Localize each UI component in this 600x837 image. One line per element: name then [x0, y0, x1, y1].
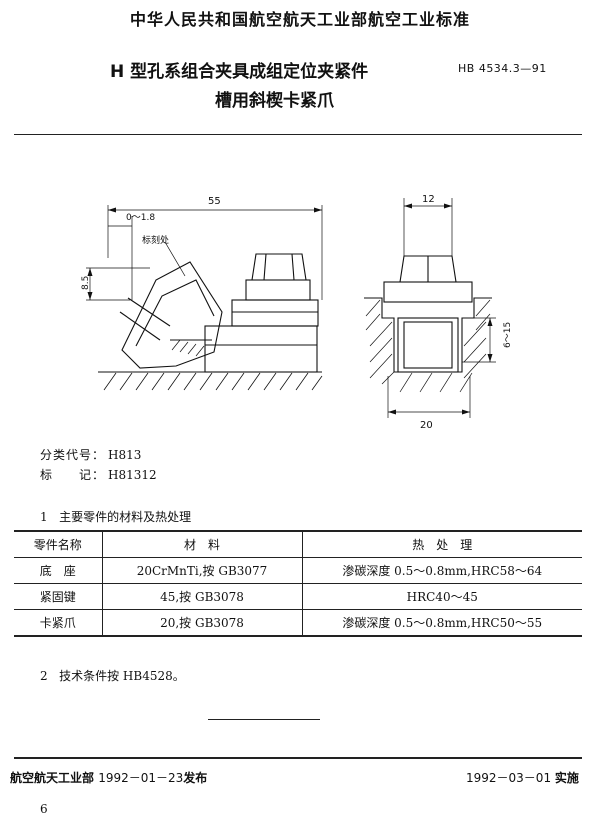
leader-line	[164, 241, 186, 277]
issue-label: 发布	[183, 771, 208, 785]
clamp-plate	[383, 281, 473, 303]
header-divider	[14, 134, 582, 135]
base-block	[204, 325, 318, 373]
technical-drawing: 55 0～1.8 标刻处 8.5 12 6～15 20	[81, 194, 513, 431]
footer-issue: 航空航天工业部 1992－01－23发布	[10, 769, 207, 786]
dim-slot-range: 6～15	[503, 322, 513, 348]
section-hatch	[171, 339, 205, 357]
section-1-title: 主要零件的材料及热处理	[59, 510, 192, 524]
marking-note: 标刻处	[142, 234, 169, 246]
cell-part: 卡紧爪	[14, 609, 103, 637]
section-1-heading: 1 主要零件的材料及热处理	[40, 508, 191, 525]
dim-height: 8.5	[81, 276, 91, 290]
section-2-number: 2	[40, 669, 48, 683]
jaw-in-slot	[397, 317, 459, 373]
cell-material: 20,按 GB3078	[101, 609, 303, 637]
organization-header: 中华人民共和国航空航天工业部航空工业标准	[129, 10, 470, 29]
end-rule	[208, 719, 320, 720]
dim-head-width: 12	[422, 194, 435, 205]
cell-material: 45,按 GB3078	[101, 583, 303, 610]
effective-date: 1992－03－01	[466, 771, 552, 785]
header-material: 材 料	[101, 530, 303, 558]
document-title-line1: H 型孔系组合夹具成组定位夹紧件	[110, 62, 369, 82]
cell-part: 紧固键	[14, 583, 103, 610]
table-header-row: 零件名称 材 料 热 处 理	[14, 530, 582, 558]
mark-label: 标 记：	[40, 468, 106, 482]
slot-hatching	[365, 299, 491, 393]
footer-divider	[14, 757, 582, 759]
cell-heat: HRC40～45	[301, 583, 582, 610]
table-row: 紧固键 45,按 GB3078 HRC40～45	[14, 583, 582, 610]
mark-value: H81312	[108, 468, 157, 482]
wedge-jaw	[121, 261, 223, 369]
mark-row: 标 记：H81312	[40, 466, 157, 483]
cell-heat: 渗碳深度 0.5～0.8mm,HRC50～55	[301, 609, 582, 637]
dim-overall-length: 55	[208, 196, 221, 207]
header-heat-treatment: 热 处 理	[301, 530, 582, 558]
slot-outline	[364, 297, 492, 373]
dim-base-width: 20	[420, 420, 433, 431]
dim-gap: 0～1.8	[126, 213, 155, 223]
classification-code-row: 分类代号：H813	[40, 446, 141, 463]
header-part-name: 零件名称	[14, 530, 103, 558]
materials-table: 零件名称 材 料 热 处 理 底 座 20CrMnTi,按 GB3077 渗碳深…	[14, 530, 582, 637]
cell-part: 底 座	[14, 557, 103, 584]
section-2: 2 技术条件按 HB4528。	[40, 667, 185, 684]
page-number: 6	[40, 802, 48, 816]
section-1-number: 1	[40, 510, 48, 524]
document-title-line2: 槽用斜楔卡紧爪	[215, 91, 334, 111]
classification-code-label: 分类代号：	[40, 448, 106, 462]
hex-nut	[251, 253, 307, 281]
section-2-text: 技术条件按 HB4528。	[59, 669, 185, 683]
issuer: 航空航天工业部	[10, 771, 95, 785]
effective-label: 实施	[554, 771, 579, 785]
cell-heat: 渗碳深度 0.5～0.8mm,HRC58～64	[301, 557, 582, 584]
table-row: 卡紧爪 20,按 GB3078 渗碳深度 0.5～0.8mm,HRC50～55	[14, 609, 582, 637]
issue-date: 1992－01－23	[98, 771, 184, 785]
nut-base	[245, 279, 311, 301]
table-row: 底 座 20CrMnTi,按 GB3077 渗碳深度 0.5～0.8mm,HRC…	[14, 557, 582, 584]
standard-number: HB 4534.3—91	[458, 62, 547, 75]
ground-hatching	[103, 372, 323, 391]
footer-effective: 1992－03－01 实施	[466, 769, 579, 786]
classification-code-value: H813	[108, 448, 142, 462]
clamp-block	[231, 299, 319, 327]
cell-material: 20CrMnTi,按 GB3077	[101, 557, 303, 584]
